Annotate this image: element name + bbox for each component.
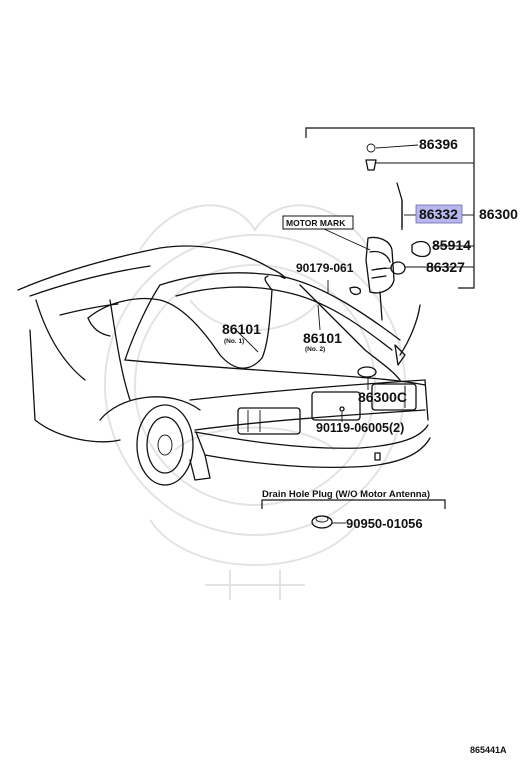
part-label-90119: 90119-06005(2) xyxy=(316,421,404,435)
antenna-assembly xyxy=(339,143,431,461)
motor-mark-box xyxy=(282,215,354,230)
part-label-85914: 85914 xyxy=(432,237,471,253)
watermark-emblem xyxy=(104,204,406,600)
part-label-86101-no2: 86101 xyxy=(303,330,342,346)
part-label-86332: 86332 xyxy=(419,206,458,222)
part-sublabel-86101-no2: (No. 2) xyxy=(305,346,325,353)
part-label-86101-no1: 86101 xyxy=(222,321,261,337)
part-label-90179: 90179-061 xyxy=(296,261,354,275)
highlight-86332 xyxy=(415,204,463,224)
motor-mark-label: MOTOR MARK xyxy=(286,218,346,228)
part-label-90950: 90950-01056 xyxy=(346,516,423,531)
drain-plug-label: Drain Hole Plug (W/O Motor Antenna) xyxy=(262,489,430,500)
leader-lines xyxy=(235,144,474,524)
part-label-86327: 86327 xyxy=(426,259,465,275)
diagram-id: 865441A xyxy=(470,745,507,755)
car-body xyxy=(17,245,431,486)
part-label-86300: 86300 xyxy=(479,206,518,222)
part-label-86396: 86396 xyxy=(419,136,458,152)
part-sublabel-86101-no1: (No. 1) xyxy=(224,338,244,345)
part-label-86300c: 86300C xyxy=(358,389,407,405)
assembly-bracket xyxy=(305,127,475,289)
drain-plug-icon xyxy=(261,499,446,529)
